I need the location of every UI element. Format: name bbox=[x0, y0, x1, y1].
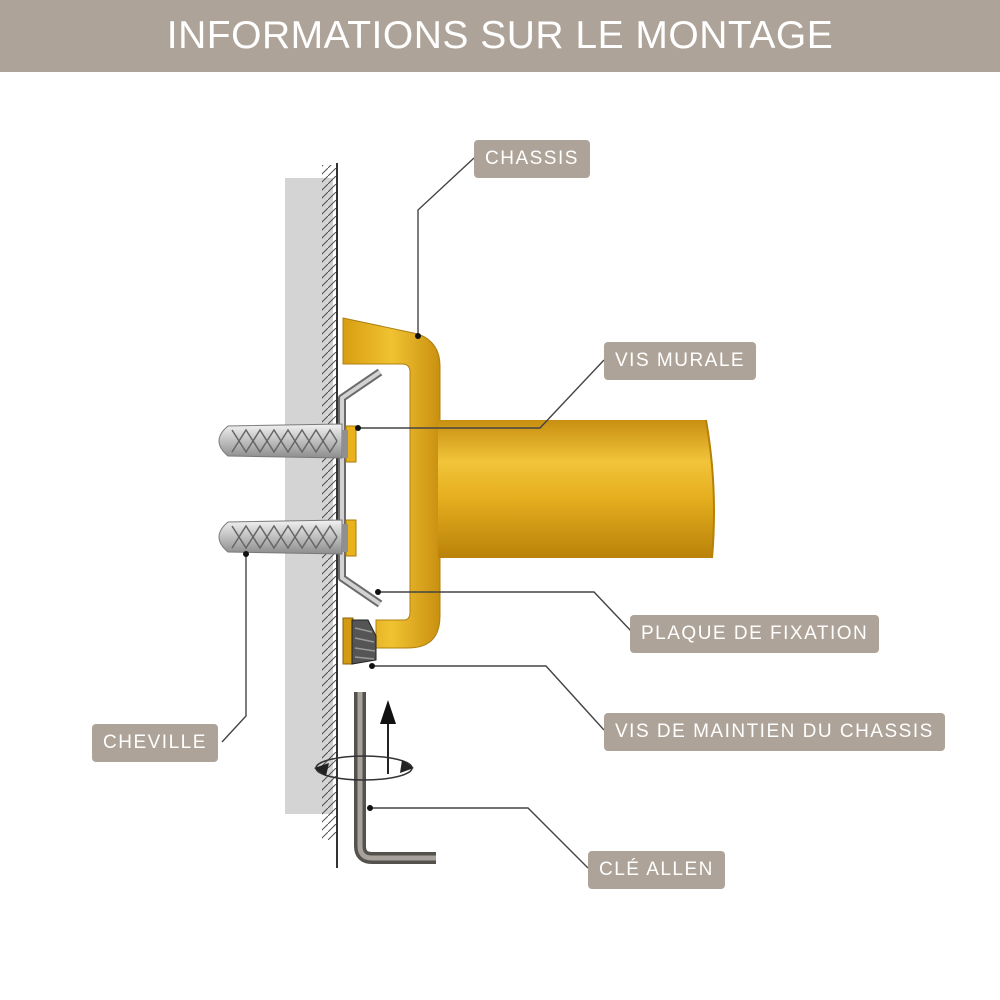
label-vis-murale: VIS MURALE bbox=[604, 342, 757, 380]
vis-maintien-leader-line bbox=[372, 665, 605, 731]
mounting-plate bbox=[338, 368, 383, 608]
wall-plug-lower bbox=[218, 519, 357, 557]
cheville-leader-line bbox=[221, 554, 247, 743]
page-title: INFORMATIONS SUR LE MONTAGE bbox=[166, 14, 834, 57]
label-cheville: CHEVILLE bbox=[92, 724, 218, 762]
wall-plug-upper bbox=[218, 423, 357, 463]
leader-lines bbox=[221, 157, 633, 869]
vis-murale-leader-line bbox=[358, 359, 605, 429]
spout-cylinder bbox=[438, 419, 715, 559]
allen-key bbox=[354, 692, 436, 864]
chassis-leader-line bbox=[417, 157, 475, 336]
label-cle-allen: CLÉ ALLEN bbox=[588, 851, 725, 889]
title-banner: INFORMATIONS SUR LE MONTAGE bbox=[0, 0, 1000, 72]
leader-dots bbox=[243, 333, 421, 811]
up-arrow-icon bbox=[380, 700, 396, 774]
chassis-bracket bbox=[342, 317, 441, 649]
wall bbox=[285, 163, 338, 868]
set-screw bbox=[342, 617, 377, 665]
cle-allen-leader-line bbox=[370, 807, 589, 869]
label-chassis: CHASSIS bbox=[474, 140, 590, 178]
label-vis-de-maintien: VIS DE MAINTIEN DU CHASSIS bbox=[604, 713, 945, 751]
label-plaque-de-fixation: PLAQUE DE FIXATION bbox=[630, 615, 880, 653]
rotation-arrow-icon bbox=[314, 755, 414, 781]
plaque-leader-line bbox=[378, 591, 633, 633]
